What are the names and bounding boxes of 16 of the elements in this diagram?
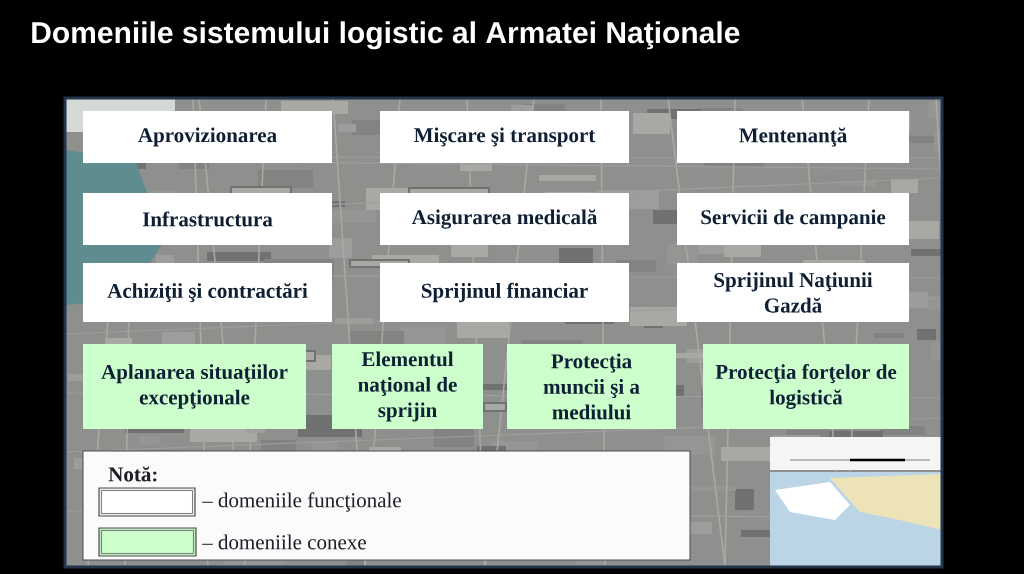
domain-box: Aplanarea situaţiilor excepţionale <box>83 344 306 429</box>
domain-box: Mentenanţă <box>677 111 909 163</box>
legend-text: – domeniile conexe <box>202 534 366 550</box>
domain-box: Achiziţii şi contractări <box>83 263 332 322</box>
domain-box: Sprijinul Naţiunii Gazdă <box>677 263 909 322</box>
domain-box: Elementul naţional de sprijin <box>332 344 483 429</box>
note-heading: Notă: <box>108 466 157 482</box>
domain-box: Asigurarea medicală <box>380 193 629 245</box>
domain-box: Protecţia muncii şi a mediului <box>507 344 676 429</box>
legend-text: – domeniile funcţionale <box>202 492 401 512</box>
title: Domeniile sistemului logistic al Armatei Naţionale <box>32 21 740 50</box>
domain-box: Aprovizionarea <box>83 111 332 163</box>
domain-box: Mişcare şi transport <box>380 111 629 163</box>
domain-box: Sprijinul financiar <box>380 263 629 322</box>
domain-box: Protecţia forţelor de logistică <box>703 344 909 429</box>
domain-box: Servicii de campanie <box>677 193 909 245</box>
